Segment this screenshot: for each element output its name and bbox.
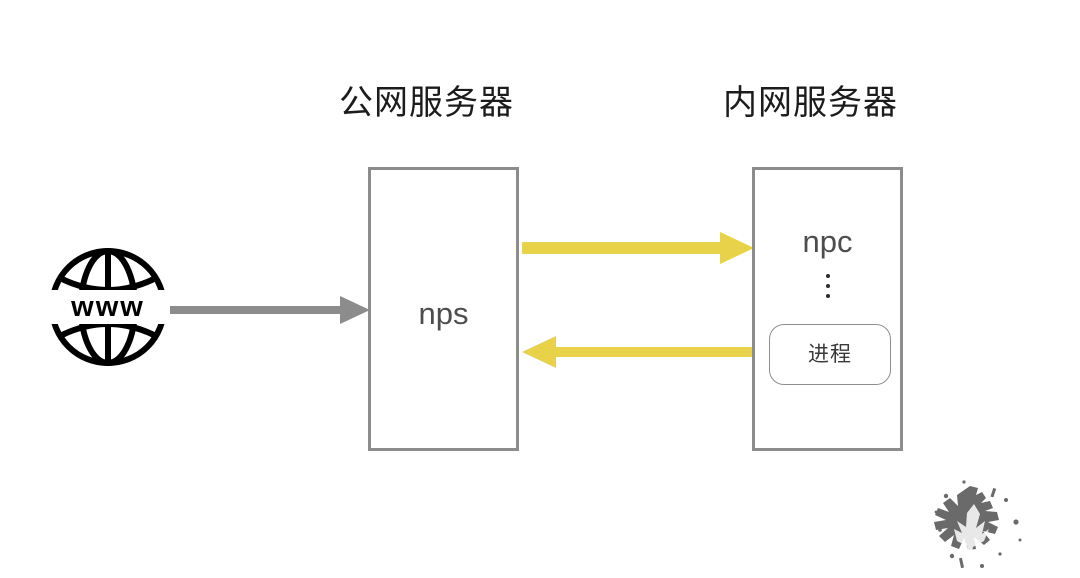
ink-splatter-logo — [934, 480, 1022, 569]
process-label: 进程 — [808, 343, 852, 366]
globe-www-label: www — [48, 290, 168, 324]
private-server-box: npc 进程 — [752, 167, 903, 451]
vertical-ellipsis-icon — [755, 274, 900, 298]
npc-label: npc — [802, 224, 853, 259]
arrow-npc-to-nps — [522, 336, 754, 368]
private-server-title: 内网服务器 — [723, 84, 898, 122]
public-server-box: nps — [368, 167, 519, 451]
process-box: 进程 — [769, 324, 891, 385]
ellipsis-dot — [825, 284, 830, 288]
public-server-title: 公网服务器 — [339, 84, 514, 122]
ellipsis-dot — [825, 274, 830, 278]
nps-label: nps — [418, 296, 469, 331]
arrow-www-to-nps — [170, 296, 370, 324]
arrow-nps-to-npc — [522, 232, 754, 264]
ellipsis-dot — [825, 294, 830, 298]
